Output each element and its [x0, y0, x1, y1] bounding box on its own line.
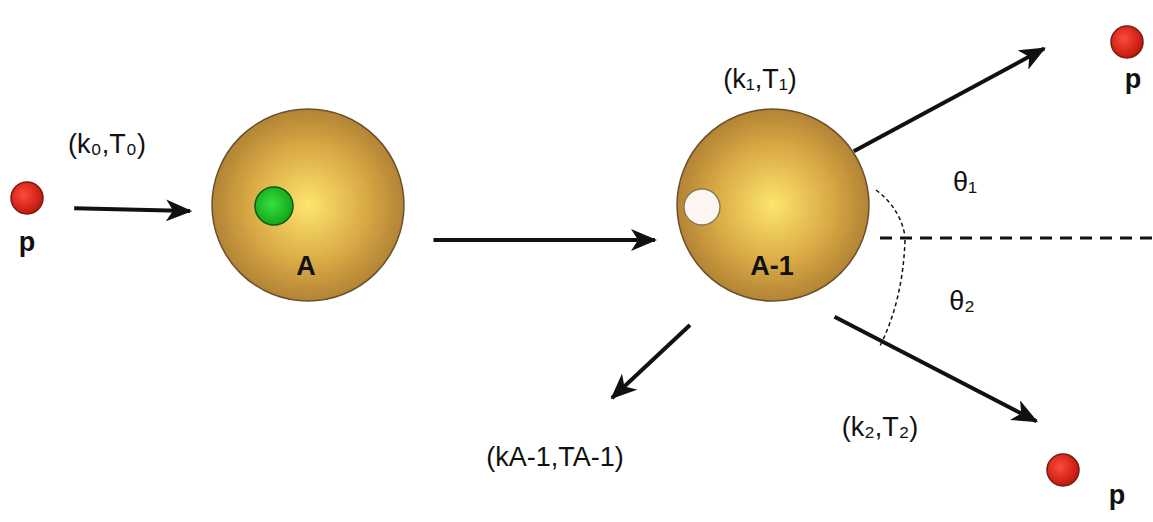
particle-name: p — [1125, 65, 1142, 95]
angle-arc — [880, 240, 905, 346]
nucleus-name: A — [296, 252, 316, 282]
angle-arc — [876, 190, 905, 236]
proton: p — [10, 181, 44, 215]
node-shape — [10, 181, 44, 215]
momentum-arrow — [835, 317, 1037, 421]
nucleus-name: A-1 — [750, 252, 794, 282]
momentum-arrow — [433, 238, 655, 242]
particle-name: p — [19, 228, 36, 258]
momentum-label: (k₁,T₁) — [723, 65, 797, 95]
angle-label: θ₁ — [953, 168, 977, 198]
nucleon-dot — [255, 187, 293, 225]
angle-label: θ₂ — [949, 287, 975, 317]
particle-name: p — [1109, 481, 1126, 511]
particle-name-holder: p — [19, 228, 36, 258]
nucleus: A-1 — [676, 108, 870, 302]
momentum-label: (kA-1,TA-1) — [486, 443, 624, 473]
particle-name-holder: p — [1125, 65, 1142, 95]
momentum-arrow — [74, 208, 190, 211]
node-shape — [1046, 453, 1080, 487]
momentum-label-holder: (k₀,T₀) — [68, 130, 146, 160]
momentum-arrow — [854, 49, 1044, 152]
momentum-label-holder: (k₁,T₁) — [723, 65, 797, 95]
momentum-label: (k₂,T₂) — [842, 413, 918, 443]
nucleus: A — [211, 108, 405, 302]
momentum-label-holder: (k₂,T₂) — [842, 413, 918, 443]
angle-label-holder: θ₁ — [953, 168, 977, 198]
node-shape — [1110, 25, 1144, 59]
proton: p — [1110, 25, 1144, 59]
particle-name-holder: p — [1109, 481, 1126, 511]
momentum-label-holder: (kA-1,TA-1) — [486, 443, 624, 473]
reference-axis — [880, 237, 1153, 240]
recoil-arrow — [612, 325, 690, 398]
angle-label-holder: θ₂ — [949, 287, 975, 317]
nucleus-name-holder: A-1 — [750, 252, 794, 282]
proton: p — [1046, 453, 1080, 487]
nucleus-name-holder: A — [296, 252, 316, 282]
nucleon-dot — [684, 189, 720, 225]
momentum-label: (k₀,T₀) — [68, 130, 146, 160]
